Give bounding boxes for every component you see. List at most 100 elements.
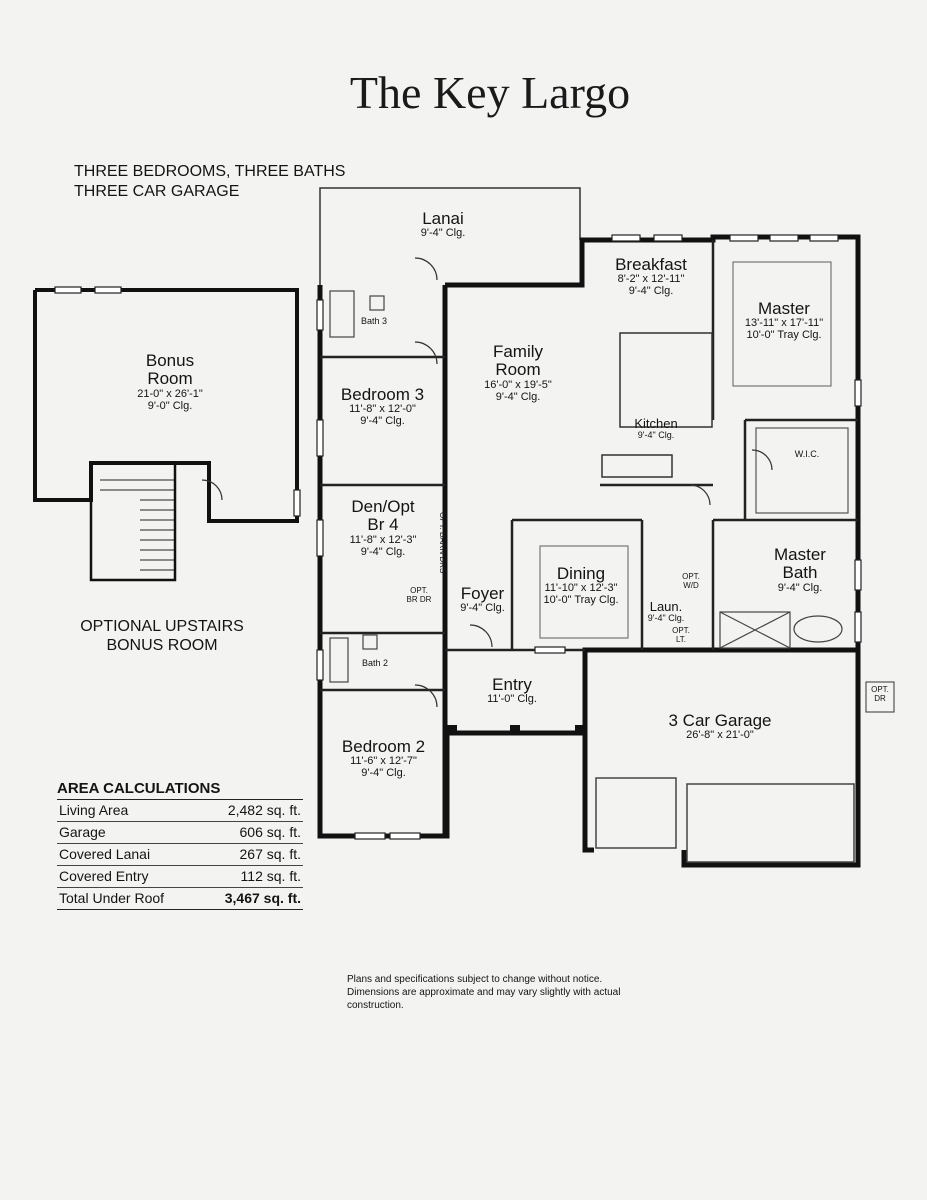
room-laundry-ceiling: 9'-4" Clg. bbox=[647, 613, 685, 624]
room-bedroom2-ceiling: 9'-4" Clg. bbox=[361, 767, 406, 780]
upstairs-caption-2: BONUS ROOM bbox=[106, 637, 218, 654]
room-garage: 3 Car Garage 26'-8" x 21'-0" bbox=[650, 711, 790, 742]
room-foyer: Foyer 9'-4" Clg. bbox=[450, 584, 515, 615]
bonus-room-walls bbox=[33, 288, 299, 582]
room-bedroom3-dims: 11'-8" x 12'-0" bbox=[349, 403, 416, 416]
opt-door-box bbox=[865, 681, 895, 713]
room-den-dims: 11'-8" x 12'-3" bbox=[349, 533, 417, 546]
room-master-dims: 13'-11" x 17'-11" bbox=[744, 317, 824, 330]
disclaimer-note: Plans and specifications subject to chan… bbox=[347, 974, 621, 1011]
room-dining: Dining 11'-10" x 12'-3" 10'-0" Tray Clg. bbox=[525, 564, 637, 607]
room-master: Master 13'-11" x 17'-11" 10'-0" Tray Clg… bbox=[728, 299, 840, 342]
entry-columns bbox=[447, 725, 585, 735]
room-entry-name: Entry bbox=[492, 675, 532, 694]
room-family-name-2: Room bbox=[495, 360, 541, 380]
room-bedroom3-ceiling: 9'-4" Clg. bbox=[360, 415, 405, 428]
room-breakfast-ceiling: 9'-4" Clg. bbox=[628, 285, 674, 298]
room-master-name: Master bbox=[758, 299, 810, 318]
interior-walls bbox=[320, 240, 858, 692]
master-bath-fixtures bbox=[719, 611, 843, 649]
room-bath2-name: Bath 2 bbox=[361, 658, 389, 668]
room-wic-name: W.I.C. bbox=[794, 449, 820, 459]
bath-fixtures bbox=[329, 290, 385, 683]
room-foyer-name: Foyer bbox=[460, 584, 505, 603]
label-opt-wd-1: OPT. bbox=[682, 572, 700, 581]
room-wic: W.I.C. bbox=[782, 449, 832, 460]
label-opt-br-dr-1: OPT. bbox=[410, 586, 428, 595]
room-garage-dims: 26'-8" x 21'-0" bbox=[686, 729, 754, 742]
label-opt-dr-1: OPT. bbox=[871, 685, 889, 694]
lanai-outline bbox=[319, 187, 581, 285]
room-kitchen: Kitchen 9'-4" Clg. bbox=[618, 416, 694, 441]
room-garage-name: 3 Car Garage bbox=[668, 711, 772, 730]
windows bbox=[54, 234, 862, 840]
label-opt-barn-drs: OPT. BARN DRS bbox=[438, 512, 447, 574]
room-bedroom2: Bedroom 2 11'-6" x 12'-7" 9'-4" Clg. bbox=[325, 737, 442, 780]
area-total-label: Total Under Roof bbox=[59, 890, 165, 906]
subtitle-bedrooms: THREE BEDROOMS, THREE BATHS bbox=[74, 163, 346, 180]
area-label: Garage bbox=[59, 824, 106, 840]
table-row: Covered Lanai 267 sq. ft. bbox=[57, 844, 303, 866]
room-den: Den/Opt Br 4 11'-8" x 12'-3" 9'-4" Clg. bbox=[327, 497, 439, 558]
room-bonus-dims: 21-0" x 26'-1" bbox=[137, 387, 203, 400]
room-family-dims: 16'-0" x 19'-5" bbox=[484, 378, 552, 391]
room-bedroom3: Bedroom 3 11'-8" x 12'-0" 9'-4" Clg. bbox=[325, 385, 440, 428]
room-dining-dims: 11'-10" x 12'-3" bbox=[544, 582, 618, 595]
table-row-total: Total Under Roof 3,467 sq. ft. bbox=[57, 888, 303, 910]
kitchen-island bbox=[601, 332, 713, 478]
upstairs-caption: OPTIONAL UPSTAIRS BONUS ROOM bbox=[62, 617, 262, 655]
room-breakfast-dims: 8'-2" x 12'-11" bbox=[617, 273, 685, 286]
room-bath3: Bath 3 bbox=[349, 316, 399, 327]
garage-doors bbox=[595, 777, 855, 863]
room-kitchen-ceiling: 9'-4" Clg. bbox=[637, 430, 675, 441]
room-bonus-name-2: Room bbox=[147, 369, 193, 389]
label-opt-wd: OPT. W/D bbox=[676, 572, 706, 590]
room-den-name-2: Br 4 bbox=[367, 515, 399, 535]
room-lanai: Lanai 9'-4" Clg. bbox=[398, 209, 488, 240]
room-kitchen-name: Kitchen bbox=[634, 416, 678, 431]
room-bedroom2-name: Bedroom 2 bbox=[341, 737, 426, 756]
room-family-ceiling: 9'-4" Clg. bbox=[495, 390, 541, 403]
room-master-bath-name-1: Master bbox=[774, 545, 826, 564]
label-opt-dr: OPT. DR bbox=[866, 685, 894, 703]
room-master-bath: Master Bath 9'-4" Clg. bbox=[760, 545, 840, 595]
table-row: Garage 606 sq. ft. bbox=[57, 822, 303, 844]
area-calculations-table: AREA CALCULATIONS Living Area 2,482 sq. … bbox=[57, 780, 303, 910]
room-bonus: Bonus Room 21-0" x 26'-1" 9'-0" Clg. bbox=[115, 351, 225, 412]
area-value: 112 sq. ft. bbox=[240, 868, 301, 884]
garage-walls bbox=[582, 650, 861, 868]
room-family: Family Room 16'-0" x 19'-5" 9'-4" Clg. bbox=[470, 342, 566, 403]
room-bedroom2-dims: 11'-6" x 12'-7" bbox=[350, 755, 417, 768]
room-bath2: Bath 2 bbox=[350, 658, 400, 669]
subtitle-garage: THREE CAR GARAGE bbox=[74, 183, 240, 200]
label-opt-br-dr-2: BR DR bbox=[406, 595, 432, 604]
room-entry-ceiling: 11'-0" Clg. bbox=[487, 693, 537, 706]
plan-subtitle: THREE BEDROOMS, THREE BATHS THREE CAR GA… bbox=[74, 162, 345, 202]
room-lanai-ceiling: 9'-4" Clg. bbox=[420, 227, 466, 240]
room-master-ceiling: 10'-0" Tray Clg. bbox=[746, 329, 822, 342]
room-bonus-name-1: Bonus bbox=[145, 351, 195, 370]
label-opt-lt: OPT. LT. bbox=[668, 626, 694, 644]
area-label: Living Area bbox=[59, 802, 129, 818]
room-laundry: Laun. 9'-4" Clg. bbox=[644, 599, 688, 624]
upstairs-caption-1: OPTIONAL UPSTAIRS bbox=[80, 618, 244, 635]
area-value: 606 sq. ft. bbox=[239, 824, 301, 840]
area-total-value: 3,467 sq. ft. bbox=[224, 890, 301, 906]
room-bedroom3-name: Bedroom 3 bbox=[340, 385, 425, 404]
wic-interior bbox=[755, 427, 849, 514]
room-bonus-ceiling: 9'-0" Clg. bbox=[147, 399, 193, 412]
room-foyer-ceiling: 9'-4" Clg. bbox=[460, 602, 505, 615]
room-entry: Entry 11'-0" Clg. bbox=[470, 675, 554, 706]
area-calculations-heading: AREA CALCULATIONS bbox=[57, 780, 303, 800]
area-value: 2,482 sq. ft. bbox=[227, 802, 301, 818]
table-row: Living Area 2,482 sq. ft. bbox=[57, 800, 303, 822]
room-breakfast-name: Breakfast bbox=[615, 255, 687, 274]
room-dining-ceiling: 10'-0" Tray Clg. bbox=[543, 594, 619, 607]
area-value: 267 sq. ft. bbox=[239, 846, 301, 862]
room-breakfast: Breakfast 8'-2" x 12'-11" 9'-4" Clg. bbox=[596, 255, 706, 298]
area-label: Covered Entry bbox=[59, 868, 149, 884]
room-laundry-name: Laun. bbox=[649, 599, 683, 614]
label-opt-dr-2: DR bbox=[874, 694, 886, 703]
area-label: Covered Lanai bbox=[59, 846, 151, 862]
room-bath3-name: Bath 3 bbox=[360, 316, 388, 326]
